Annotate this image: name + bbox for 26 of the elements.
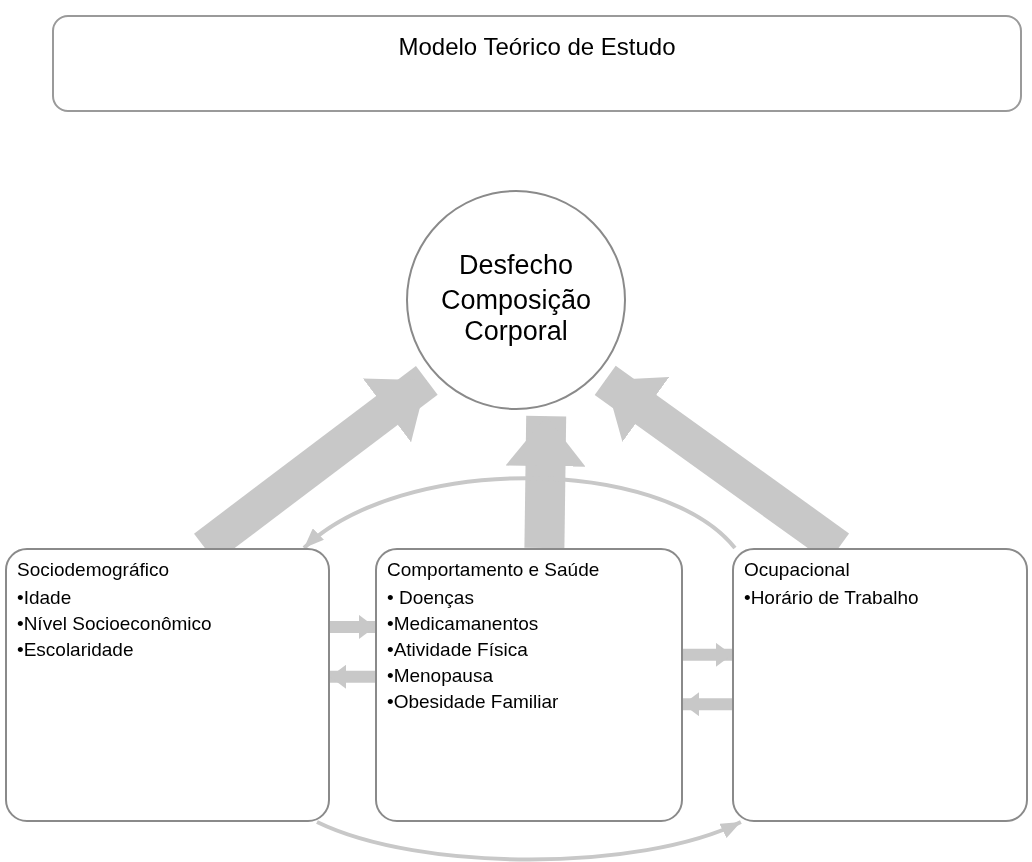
circle-text: Composição Corporal xyxy=(439,284,593,347)
arrow xyxy=(330,664,375,689)
title-box xyxy=(52,15,1022,112)
title-text: Modelo Teórico de Estudo xyxy=(398,32,676,62)
bullet-item: •Atividade Física xyxy=(387,638,529,662)
bullet-item: •Idade xyxy=(17,586,73,610)
category-box xyxy=(375,548,683,822)
bullet-item: •Menopausa xyxy=(387,664,494,688)
bullet-item: •Horário de Trabalho xyxy=(744,586,920,610)
arrow xyxy=(683,642,732,667)
category-box xyxy=(5,548,330,822)
box-heading: Sociodemográfico xyxy=(17,558,171,582)
arrow xyxy=(302,476,737,550)
bullet-item: •Obesidade Familiar xyxy=(387,690,560,714)
arrow xyxy=(683,692,732,717)
arrow xyxy=(505,415,586,549)
bullet-item: •Escolaridade xyxy=(17,638,135,662)
arrow xyxy=(330,614,375,639)
bullet-item: • Doenças xyxy=(387,586,475,610)
bullet-item: •Medicamanentos xyxy=(387,612,540,636)
box-heading: Ocupacional xyxy=(744,558,851,582)
bullet-item: •Nível Socioeconômico xyxy=(17,612,213,636)
box-heading: Comportamento e Saúde xyxy=(387,558,601,582)
category-box xyxy=(732,548,1028,822)
circle-heading: Desfecho xyxy=(458,249,574,281)
arrow xyxy=(316,820,742,862)
